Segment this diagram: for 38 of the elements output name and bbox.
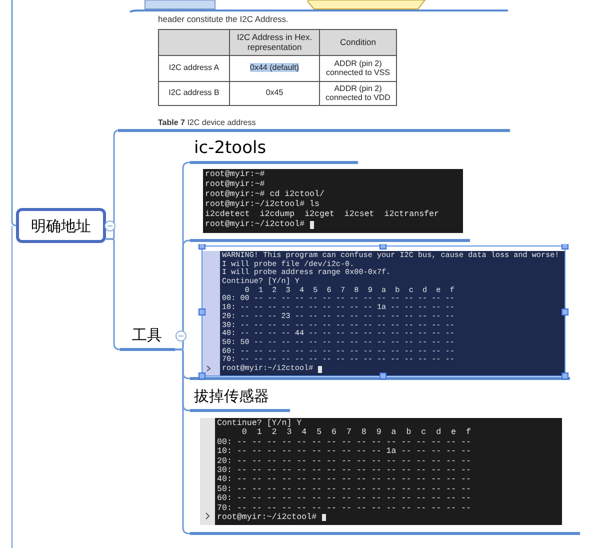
terminal-line: root@myir:~# — [205, 170, 265, 180]
terminal-line: i2cdetect i2cdump i2cget i2cset i2ctransfer — [205, 210, 440, 220]
table-cell: I2C address A — [158, 56, 230, 82]
table-cell: I2C address B — [158, 82, 230, 106]
topic-label: 拔掉传感器 — [194, 387, 269, 406]
paragraph-text: header constitute the I2C Address. — [158, 14, 288, 24]
screenshot-panel — [118, 0, 510, 132]
terminal-line: 30: -- -- -- -- -- -- -- -- -- -- -- -- -- -- -- -- — [217, 466, 471, 476]
terminal-line: root@myir:~# cd i2ctool/ — [205, 190, 324, 200]
terminal-line: 70: -- -- -- -- -- -- -- -- -- -- -- -- -- -- -- -- — [217, 504, 471, 513]
terminal-line: 60: -- -- -- -- -- -- -- -- -- -- -- -- -- -- -- -- — [217, 494, 471, 504]
topic-box — [16, 208, 106, 243]
terminal-line: 00: -- -- -- -- -- -- -- -- -- -- -- -- -- -- -- -- — [217, 438, 471, 448]
terminal-line: 0 1 2 3 4 5 6 7 8 9 a b c d e f — [240, 428, 471, 438]
terminal-line: 40: -- -- -- -- -- -- -- -- -- -- -- -- -- -- -- -- — [217, 475, 471, 485]
topic-label: ic-2tools — [194, 138, 266, 158]
terminal-line: 50: -- -- -- -- -- -- -- -- -- -- -- -- -- -- -- -- — [217, 484, 471, 494]
highlighted-text: 0x44 (default) — [250, 63, 299, 72]
terminal-line: root@myir:~/i2ctool# — [205, 220, 305, 230]
topic-node — [120, 326, 175, 351]
screenshot-panel — [190, 416, 580, 535]
terminal-line: root@myir:~# — [205, 180, 265, 190]
table-header-cell: I2C Address in Hex. representation — [230, 30, 320, 56]
topic-label: 工具 — [132, 326, 162, 345]
terminal-line: Continue? [Y/n] Y — [217, 419, 302, 428]
terminal-line: root@myir:~/i2ctool# — [217, 512, 317, 522]
topic-node — [190, 138, 358, 164]
table-cell: 0x45 — [230, 82, 320, 106]
table-cell: ADDR (pin 2) connected to VDD — [320, 82, 396, 106]
topic-label: 明确地址 — [30, 217, 92, 236]
table-header-cell: Condition — [320, 30, 396, 56]
table-caption: Table 7 I2C device address — [158, 118, 256, 127]
branch-line — [11, 0, 16, 226]
table-cell: ADDR (pin 2) connected to VSS — [320, 56, 396, 82]
terminal-line: root@myir:~/i2ctool# ls — [205, 200, 320, 210]
terminal-line: 10: -- -- -- -- -- -- -- -- -- -- 1a -- -- -- -- -- — [217, 447, 471, 457]
terminal-line: 20: -- -- -- -- -- -- -- -- -- -- -- -- -- -- -- -- — [217, 456, 471, 466]
screenshot-panel — [190, 166, 470, 242]
